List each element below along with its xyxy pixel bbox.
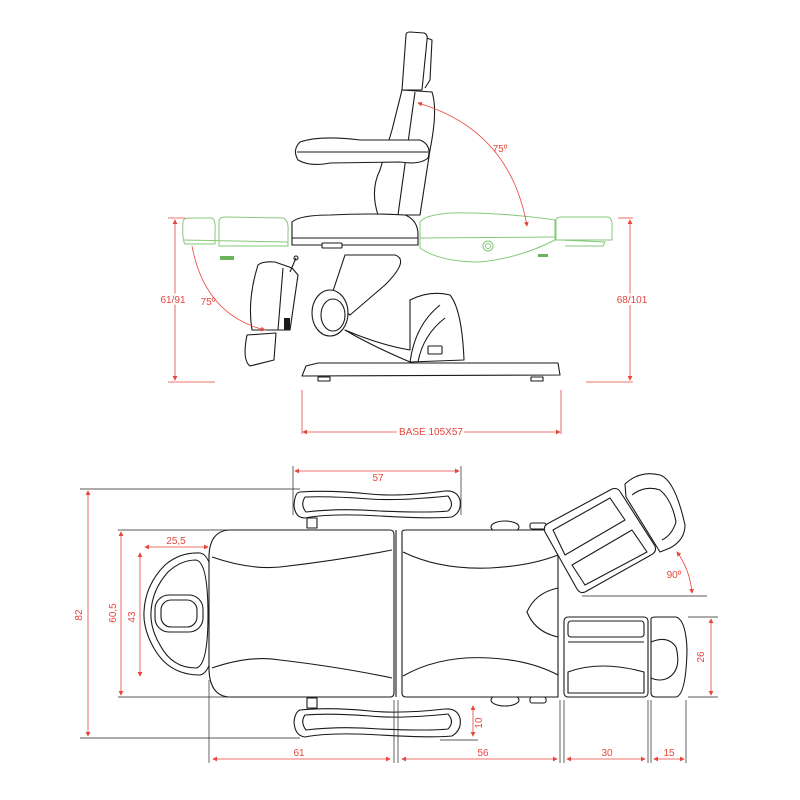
dimension-head-width: 25,5 (144, 536, 209, 550)
height-right-label: 68/101 (617, 295, 648, 306)
legrest-top-rotated (543, 473, 686, 594)
green-handle (220, 256, 234, 260)
armrest-side (294, 137, 430, 166)
leg-angle-label: 75º (201, 297, 216, 308)
side-view: 75º 75º 61/91 68/101 BASE 105X57 (158, 31, 650, 441)
armrest-top (293, 490, 461, 529)
flat-position-outline (182, 212, 613, 263)
dimension-total-width: 82 (74, 488, 300, 739)
dimension-leg-angle-top: 90º (582, 551, 707, 597)
dimension-height-right: 68/101 (586, 217, 650, 383)
armrest-bottom (293, 697, 461, 738)
dimension-seat-width: 60,5 (108, 529, 230, 698)
backrest-top (208, 529, 395, 698)
seat-top (401, 529, 559, 698)
legrest-side-lowered (244, 255, 299, 367)
dimension-leg-angle: 75º (191, 245, 266, 332)
foot-width-label: 26 (696, 651, 707, 663)
top-view: 57 82 60,5 43 25,5 90º (74, 466, 718, 763)
dimension-armrest-offset: 10 (440, 696, 485, 741)
leg-angle-top-label: 90º (667, 570, 682, 581)
total-width-label: 82 (74, 609, 85, 621)
seat-side (291, 213, 419, 246)
footrest-top (563, 616, 688, 698)
dimension-bottom-lengths: 61 56 30 15 (208, 680, 687, 763)
chair-base-column (311, 254, 465, 363)
back-angle-label: 75º (493, 144, 508, 155)
dimension-back-angle: 75º (417, 101, 529, 227)
head-width-label: 25,5 (166, 536, 186, 547)
headrest (401, 31, 428, 91)
dimension-armrest-length: 57 (292, 466, 462, 515)
face-opening (154, 594, 204, 633)
dimension-base: BASE 105X57 (301, 390, 562, 441)
dimension-height-left: 61/91 (158, 217, 215, 383)
height-left-label: 61/91 (160, 295, 185, 306)
back-length-label: 61 (293, 748, 305, 759)
dimension-foot-width: 26 (688, 616, 718, 698)
head-length-label: 43 (127, 611, 138, 623)
foot-length-label: 15 (663, 748, 675, 759)
seat-width-label: 60,5 (108, 603, 119, 623)
dimension-head-length: 43 (127, 552, 143, 677)
headrest-top (143, 552, 216, 676)
seat-length-label: 56 (477, 748, 489, 759)
leg-length-label: 30 (601, 748, 613, 759)
armrest-offset-label: 10 (474, 717, 485, 729)
base-label: BASE 105X57 (399, 427, 463, 438)
armrest-length-label: 57 (372, 473, 384, 484)
base-plate (301, 362, 561, 377)
